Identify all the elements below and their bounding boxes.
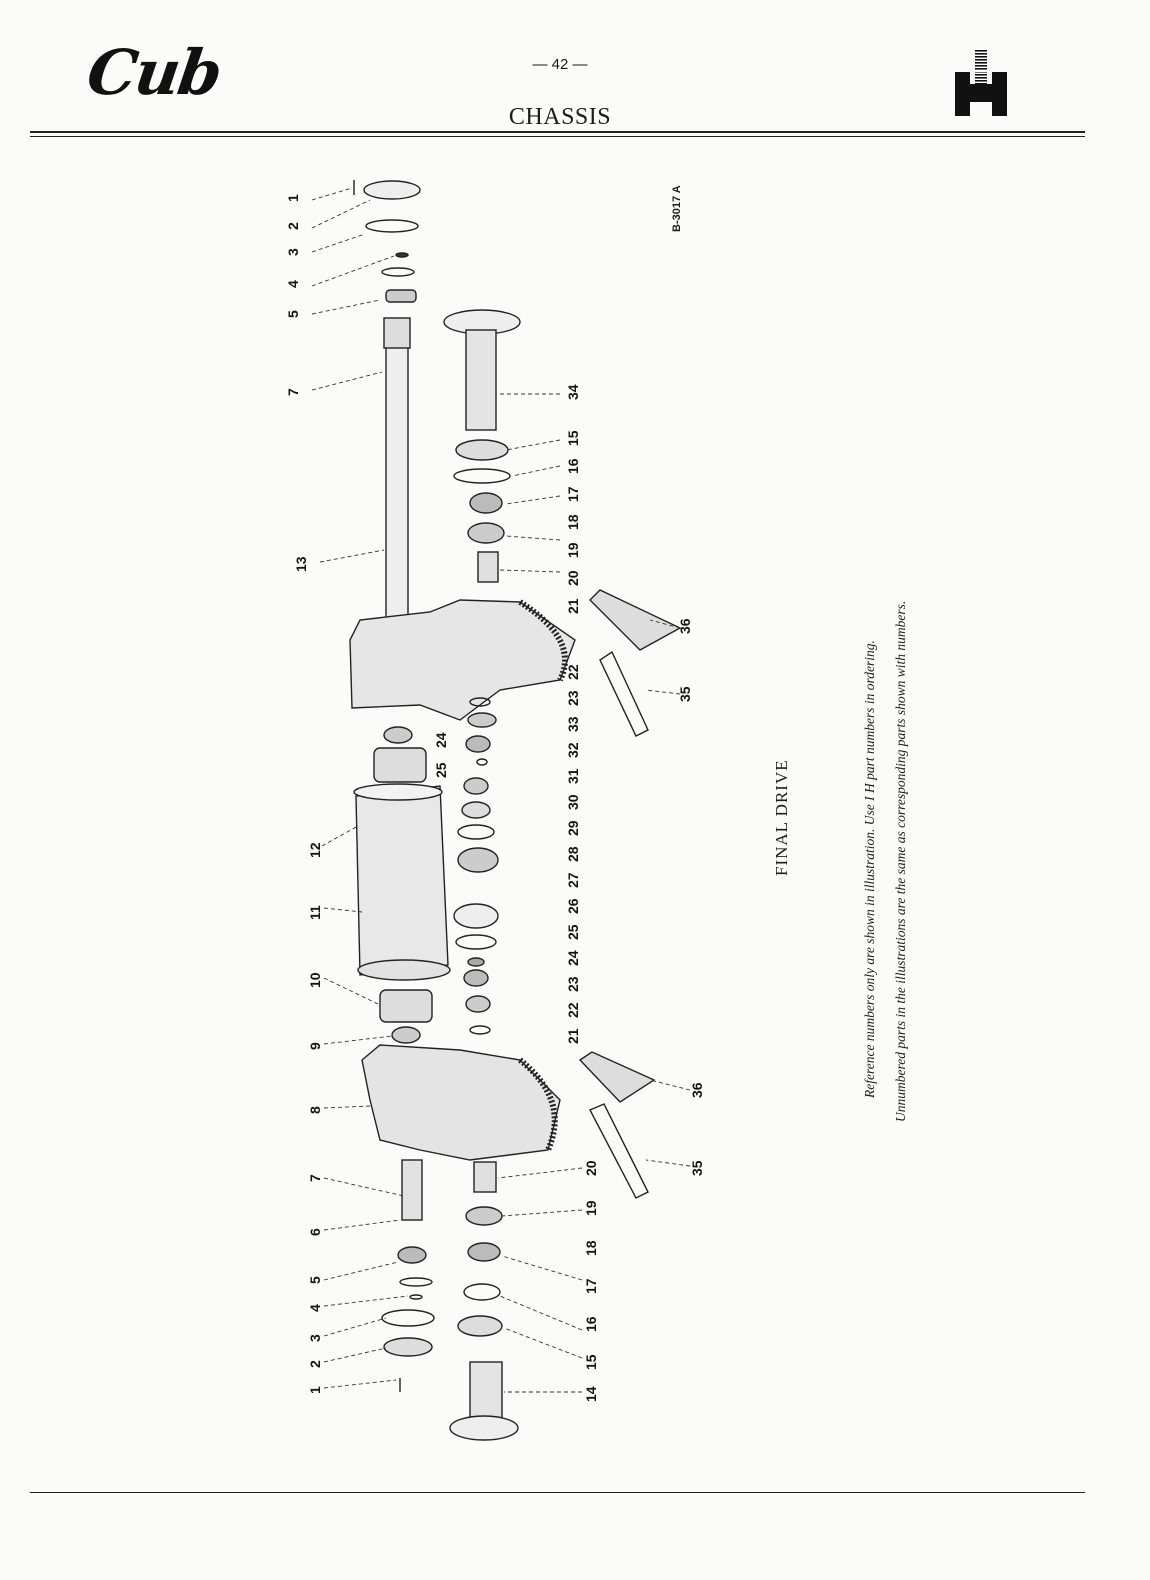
diagram-label: 15 xyxy=(565,430,581,446)
diagram-label: 31 xyxy=(565,768,581,784)
diagram-label: 35 xyxy=(689,1160,705,1176)
diagram-label: 7 xyxy=(307,1174,323,1182)
diagram-label: 13 xyxy=(293,556,309,572)
footer-rule xyxy=(30,1492,1085,1493)
figure-code: B-3017 A xyxy=(671,185,683,232)
diagram-label: 23 xyxy=(565,690,581,706)
diagram-label: 33 xyxy=(565,716,581,732)
header-rule xyxy=(30,131,1085,133)
diagram-label: 15 xyxy=(583,1354,599,1370)
diagram-label: 16 xyxy=(583,1316,599,1332)
diagram-label: 3 xyxy=(285,248,301,256)
diagram-label: 4 xyxy=(285,280,301,288)
diagram-label: 3 xyxy=(307,1334,323,1342)
diagram-label: 19 xyxy=(565,542,581,558)
diagram-label: 11 xyxy=(307,905,323,920)
diagram-label: 17 xyxy=(565,486,581,502)
diagram-label: 28 xyxy=(565,846,581,862)
diagram-label: 25 xyxy=(565,924,581,940)
diagram-label: 2 xyxy=(307,1360,323,1368)
diagram-label: 36 xyxy=(689,1082,705,1098)
diagram-label: 1 xyxy=(307,1386,323,1394)
figure-note-line2: Unnumbered parts in the illustrations ar… xyxy=(893,600,908,1122)
diagram-label: 21 xyxy=(565,598,581,614)
diagram-label: 27 xyxy=(565,872,581,888)
figure-note-line1: Reference numbers only are shown in illu… xyxy=(862,640,877,1098)
diagram-label: 30 xyxy=(565,794,581,810)
diagram-label: 32 xyxy=(565,742,581,758)
diagram-label: 24 xyxy=(433,732,449,748)
section-title: CHASSIS xyxy=(508,104,612,130)
diagram-label: 19 xyxy=(583,1200,599,1216)
diagram-label: 29 xyxy=(565,820,581,836)
diagram-label: 6 xyxy=(307,1228,323,1236)
diagram-label: 8 xyxy=(307,1106,323,1114)
diagram-label: 7 xyxy=(285,388,301,396)
diagram-label: 5 xyxy=(307,1276,323,1284)
diagram-label: 4 xyxy=(307,1304,323,1312)
diagram-label: 23 xyxy=(565,976,581,992)
diagram-label: 35 xyxy=(677,686,693,702)
header-rule-thin xyxy=(30,136,1085,137)
diagram-label: 16 xyxy=(565,458,581,474)
diagram-label: 18 xyxy=(565,514,581,530)
diagram-label: 22 xyxy=(565,1002,581,1018)
diagram-label: 25 xyxy=(433,762,449,778)
diagram-label: 17 xyxy=(583,1278,599,1294)
diagram-label: 21 xyxy=(565,1028,581,1044)
diagram-label: 34 xyxy=(565,384,581,400)
diagram-label: 22 xyxy=(565,664,581,680)
diagram-label: 20 xyxy=(565,570,581,586)
diagram-label: 26 xyxy=(565,898,581,914)
diagram-label: 9 xyxy=(307,1042,323,1050)
diagram-label: 1 xyxy=(285,194,301,202)
diagram-label: 12 xyxy=(307,842,323,858)
figure-caption: FINAL DRIVE xyxy=(772,759,791,876)
diagram-label: 24 xyxy=(565,950,581,966)
diagram-label: 2 xyxy=(285,222,301,230)
diagram-label: 14 xyxy=(583,1386,599,1402)
diagram-label: 20 xyxy=(583,1160,599,1176)
diagram-label: 5 xyxy=(285,310,301,318)
diagram-label: 36 xyxy=(677,618,693,634)
ih-logo-icon xyxy=(955,50,1007,116)
diagram-label: 10 xyxy=(307,972,323,988)
diagram-label: 18 xyxy=(583,1240,599,1256)
page-number: — 42 — xyxy=(532,56,588,73)
